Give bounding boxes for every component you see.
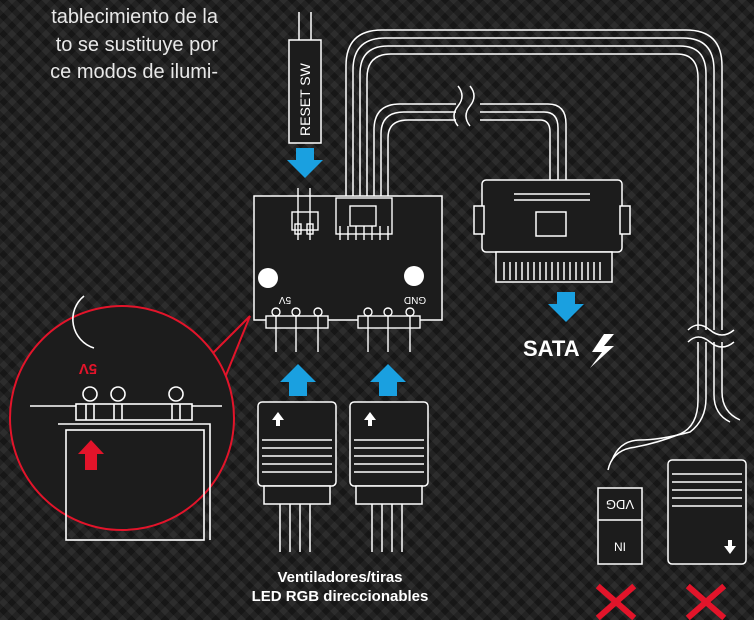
intro-line-1: tablecimiento de la xyxy=(51,6,218,28)
sata-connector xyxy=(473,179,631,283)
intro-line-3: ce modos de ilumi- xyxy=(50,61,218,83)
board-power-connector xyxy=(335,197,393,240)
intro-text: tablecimiento de la to se sustituye por … xyxy=(0,4,218,87)
ventiladores-label-line1: Ventiladores/tiras xyxy=(277,569,402,586)
ventiladores-label-line2: LED RGB direccionables xyxy=(252,588,429,605)
top-cable-loop xyxy=(345,29,723,330)
reset-header xyxy=(291,188,319,240)
up-arrow-icon-right xyxy=(370,364,406,396)
lightning-bolt-icon xyxy=(590,334,614,368)
up-arrow-icon-left xyxy=(280,364,316,396)
vdg-plug xyxy=(597,487,643,565)
ni-label: NI xyxy=(614,540,626,554)
zoom-5v-label: 5V xyxy=(79,360,97,377)
vdg-label: VDG xyxy=(606,497,634,512)
argb-plug-left xyxy=(257,401,337,552)
mount-hole-left xyxy=(258,268,278,288)
sata-label: SATA xyxy=(523,336,580,361)
pin-header-right xyxy=(357,307,421,352)
argb-plug-right xyxy=(349,401,429,552)
zoom-detail xyxy=(30,295,222,541)
right-cable-lower xyxy=(607,342,741,471)
mount-hole-right xyxy=(404,266,424,286)
sata-cable xyxy=(373,85,567,200)
red-x-icon-right xyxy=(685,583,727,620)
intro-line-2: to se sustituye por xyxy=(55,33,218,56)
argb-plug-bottom-right xyxy=(667,459,747,565)
reset-sw-label: RESET SW xyxy=(297,62,313,136)
pin-5v-label: 5V xyxy=(279,294,292,305)
red-up-arrow-icon xyxy=(78,440,104,470)
pin-header-left xyxy=(265,307,329,352)
red-x-icon-left xyxy=(595,583,637,620)
sata-arrow-icon xyxy=(548,292,584,322)
pin-gnd-label: GND xyxy=(404,294,426,305)
reset-arrow-icon xyxy=(287,148,323,178)
reset-sw-cable xyxy=(288,12,322,144)
right-cable-break xyxy=(687,324,735,348)
